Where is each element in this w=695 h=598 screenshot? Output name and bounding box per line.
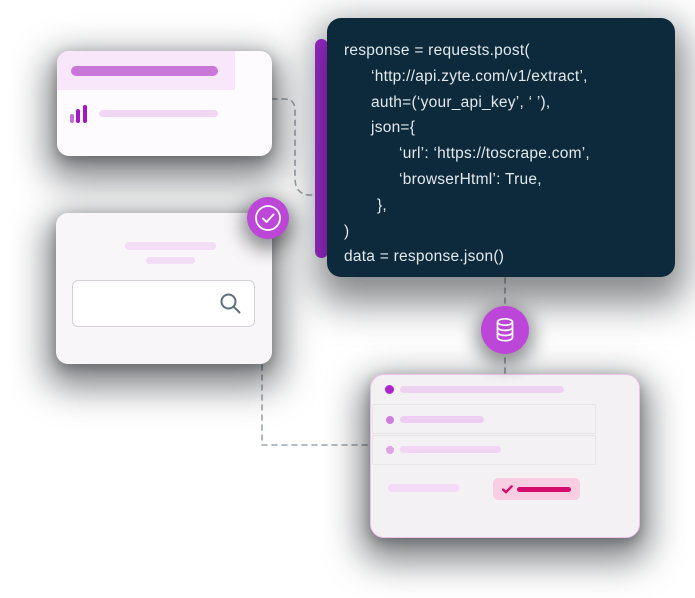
text-placeholder-bar — [388, 484, 459, 492]
text-placeholder-bar — [99, 110, 218, 117]
check-icon — [502, 485, 513, 494]
text-placeholder-bar — [125, 242, 216, 250]
card-header-band — [57, 51, 235, 90]
badge-text-placeholder — [517, 487, 571, 492]
list-row — [372, 435, 596, 465]
verified-badge — [493, 478, 580, 500]
connector-search-to-result — [261, 364, 370, 446]
list-row — [372, 404, 596, 434]
database-icon — [496, 317, 514, 342]
list-bullet — [385, 385, 394, 394]
code-line: ) — [344, 222, 350, 240]
code-line: auth=(‘your_api_key’, ‘ ’), — [371, 93, 551, 111]
text-placeholder-bar — [400, 416, 484, 423]
database-badge — [481, 306, 529, 354]
bar-3 — [83, 105, 87, 123]
code-line: data = response.json() — [344, 248, 505, 266]
code-line: response = requests.post( — [344, 42, 530, 59]
analytics-card — [57, 51, 272, 156]
title-placeholder-bar — [71, 66, 218, 76]
code-line: ‘browserHtml’: True, — [399, 170, 542, 188]
bar-1 — [70, 114, 74, 123]
results-card — [370, 374, 640, 538]
check-circle-icon — [255, 205, 281, 231]
text-placeholder-bar — [400, 386, 564, 393]
code-line: ‘http://api.zyte.com/v1/extract’, — [371, 67, 588, 85]
code-line: json={ — [371, 119, 416, 137]
list-bullet — [386, 446, 394, 454]
code-line: }, — [377, 196, 387, 214]
connector-card-to-code — [271, 98, 321, 196]
search-card — [56, 213, 272, 364]
search-input[interactable] — [72, 280, 255, 327]
search-icon — [220, 293, 241, 314]
bar-chart-icon — [70, 105, 90, 123]
bar-2 — [76, 109, 80, 123]
text-placeholder-bar — [400, 446, 501, 453]
code-accent-bar — [315, 39, 328, 258]
code-line: ‘url’: ‘https://toscrape.com’, — [399, 145, 590, 163]
list-bullet — [386, 416, 394, 424]
status-check-badge — [247, 197, 289, 239]
code-snippet: response = requests.post( ‘http://api.zy… — [327, 18, 675, 277]
text-placeholder-bar — [146, 257, 195, 264]
